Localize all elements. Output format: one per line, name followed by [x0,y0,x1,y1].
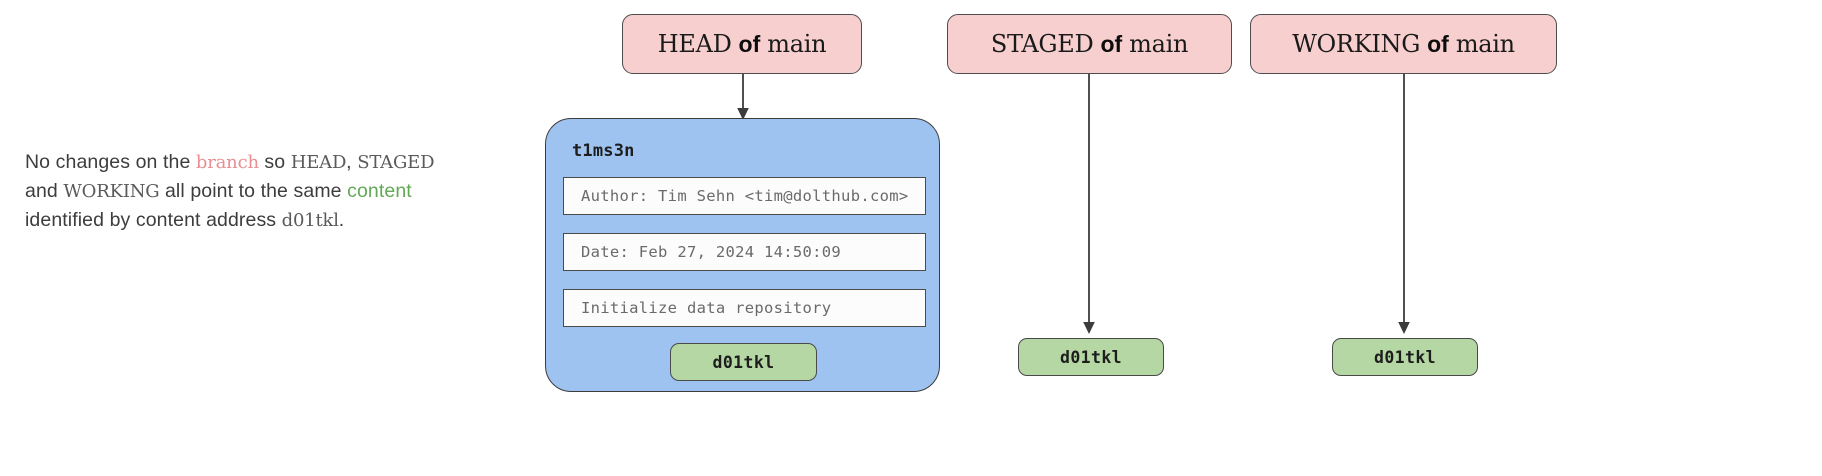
commit-message-row: Initialize data repository [563,289,926,327]
caption-head-keyword: HEAD [290,152,347,173]
pointer-staged-ref: STAGED [990,30,1094,58]
pointer-working-of: of [1427,30,1449,57]
caption-text-2: so [258,151,291,173]
commit-id-label: t1ms3n [572,141,635,161]
staged-hash-pill[interactable]: d01tkl [1018,338,1164,376]
pointer-working-branch: main [1455,30,1515,58]
pointer-staged-of: of [1100,30,1123,57]
arrow-staged-to-hash [1083,74,1095,334]
caption-working-keyword: WORKING [63,181,160,202]
caption-comma-1: , [346,151,358,173]
caption-hash-value: d01tkl [281,210,339,231]
pointer-head-of: of [738,30,761,57]
commit-hash-pill[interactable]: d01tkl [670,343,817,381]
working-hash-pill[interactable]: d01tkl [1332,338,1478,376]
caption-content-keyword: content [347,180,412,202]
pointer-label-staged[interactable]: STAGED of main [947,14,1232,74]
caption-text-1: No changes on the [25,151,196,173]
caption-staged-keyword: STAGED [357,152,435,173]
pointer-label-working[interactable]: WORKING of main [1250,14,1557,74]
caption-period: . [338,209,345,231]
commit-date-row: Date: Feb 27, 2024 14:50:09 [563,233,926,271]
caption-text-3: and [25,180,64,202]
caption-text-4: all point to the same [159,180,348,202]
caption-branch-keyword: branch [195,152,259,173]
explanation-paragraph: No changes on the branch so HEAD, STAGED… [25,148,505,235]
pointer-head-branch: main [767,30,827,58]
arrow-working-to-hash [1398,74,1410,334]
pointer-staged-branch: main [1129,30,1189,58]
commit-node[interactable]: t1ms3n Author: Tim Sehn <tim@dolthub.com… [545,118,940,392]
commit-author-row: Author: Tim Sehn <tim@dolthub.com> [563,177,926,215]
pointer-label-head[interactable]: HEAD of main [622,14,862,74]
arrow-head-to-commit [737,74,749,120]
caption-text-5: identified by content address [25,209,282,231]
pointer-working-ref: WORKING [1292,30,1421,58]
pointer-head-ref: HEAD [657,30,732,58]
